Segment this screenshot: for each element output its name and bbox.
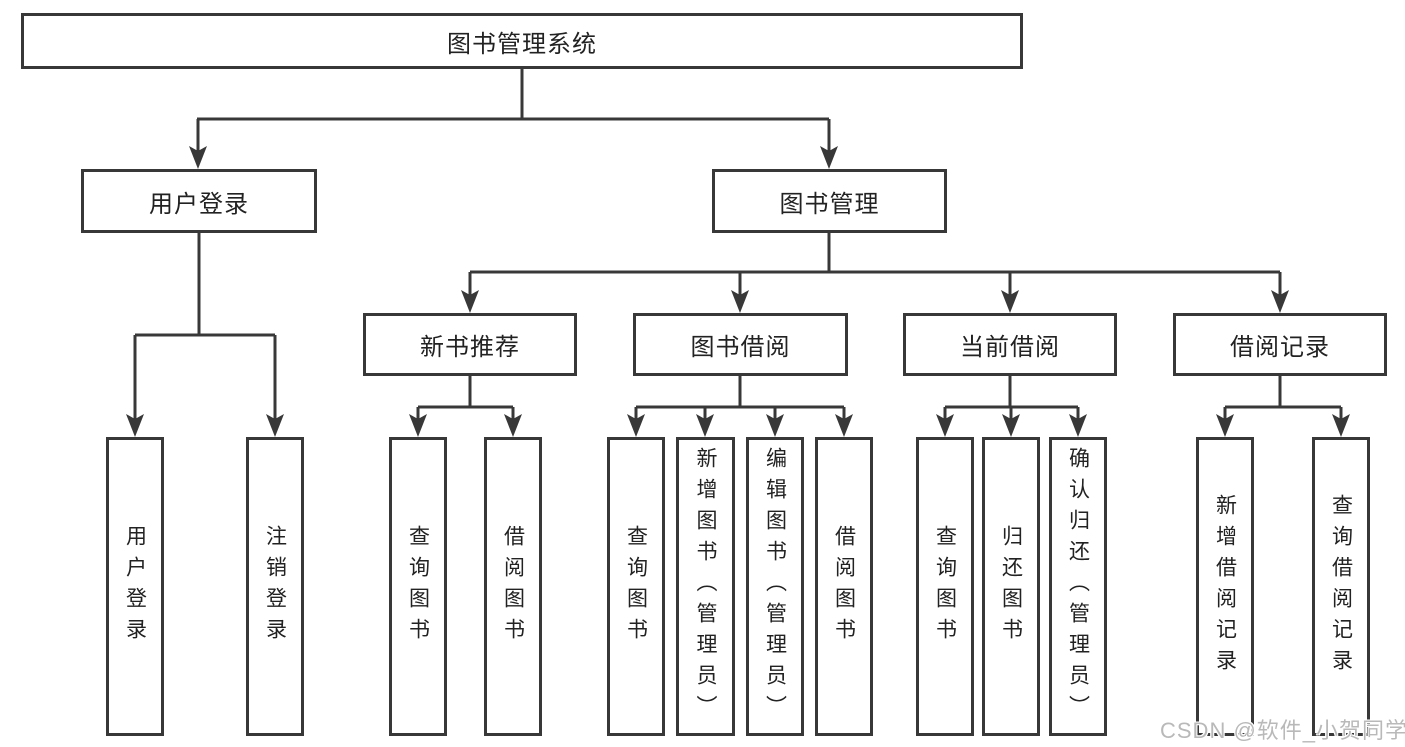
connector-line xyxy=(133,233,277,419)
leaf-newbook-borrow-books: 借阅图书 xyxy=(484,437,542,736)
arrowhead xyxy=(504,414,522,437)
leaf-user-login: 用户登录 xyxy=(106,437,164,736)
arrowhead xyxy=(835,414,853,437)
edge-book-management-to-sections xyxy=(461,233,1289,313)
arrowhead xyxy=(266,414,284,437)
arrowhead xyxy=(1271,290,1289,313)
edge-borrow-record-to-leaves xyxy=(1216,376,1350,437)
node-root: 图书管理系统 xyxy=(21,13,1023,69)
leaf-record-add-record: 新增借阅记录 xyxy=(1196,437,1254,736)
arrowhead xyxy=(696,414,714,437)
connector-line xyxy=(634,376,846,419)
node-label: 查询图书 xyxy=(624,524,648,649)
node-label: 查询图书 xyxy=(406,524,430,649)
connector-line xyxy=(943,376,1080,419)
leaf-logout: 注销登录 xyxy=(246,437,304,736)
leaf-record-query-record: 查询借阅记录 xyxy=(1312,437,1370,736)
arrowhead xyxy=(936,414,954,437)
node-label: 图书管理 xyxy=(779,190,880,218)
leaf-borrow-query-books: 查询图书 xyxy=(607,437,665,736)
leaf-newbook-query-books: 查询图书 xyxy=(389,437,447,736)
edge-new-book-to-leaves xyxy=(409,376,522,437)
arrowhead xyxy=(731,290,749,313)
arrowhead xyxy=(126,414,144,437)
node-label: 当前借阅 xyxy=(960,334,1060,361)
node-book-management: 图书管理 xyxy=(712,169,947,233)
node-label: 用户登录 xyxy=(123,524,147,649)
leaf-current-query-books: 查询图书 xyxy=(916,437,974,736)
node-label: 新书推荐 xyxy=(420,334,520,361)
edge-current-borrow-to-leaves xyxy=(936,376,1087,437)
node-label: 归还图书 xyxy=(999,524,1023,649)
edge-user-login-to-leaves xyxy=(126,233,284,437)
edge-root-to-level2 xyxy=(189,67,838,169)
arrowhead xyxy=(1332,414,1350,437)
arrowhead xyxy=(1069,414,1087,437)
node-label: 新增图书（管理员） xyxy=(694,447,717,726)
leaf-current-confirm-return-admin: 确认归还（管理员） xyxy=(1049,437,1107,736)
arrowhead xyxy=(1002,414,1020,437)
node-user-login: 用户登录 xyxy=(81,169,317,233)
node-label: 图书管理系统 xyxy=(447,30,597,58)
connector-line xyxy=(468,233,1282,295)
node-label: 查询借阅记录 xyxy=(1329,493,1353,680)
node-label: 查询图书 xyxy=(933,524,957,649)
node-label: 借阅记录 xyxy=(1230,334,1330,361)
connector-line xyxy=(196,67,831,151)
node-book-borrow: 图书借阅 xyxy=(633,313,848,376)
node-label: 新增借阅记录 xyxy=(1213,493,1237,680)
arrowhead xyxy=(820,146,838,169)
connector-line xyxy=(1223,376,1343,419)
leaf-current-return-books: 归还图书 xyxy=(982,437,1040,736)
node-label: 注销登录 xyxy=(263,524,287,649)
node-label: 借阅图书 xyxy=(501,524,525,649)
arrowhead xyxy=(461,290,479,313)
node-borrow-record: 借阅记录 xyxy=(1173,313,1387,376)
leaf-borrow-add-books-admin: 新增图书（管理员） xyxy=(676,437,735,736)
arrowhead xyxy=(1001,290,1019,313)
edge-book-borrow-to-leaves xyxy=(627,376,853,437)
node-label: 用户登录 xyxy=(149,190,249,218)
arrowhead xyxy=(627,414,645,437)
node-new-book-recommend: 新书推荐 xyxy=(363,313,577,376)
watermark: CSDN @软件_小贺同学 xyxy=(1160,718,1405,743)
node-label: 确认归还（管理员） xyxy=(1066,447,1090,726)
node-current-borrow: 当前借阅 xyxy=(903,313,1117,376)
node-label: 借阅图书 xyxy=(832,524,856,649)
leaf-borrow-borrow-books: 借阅图书 xyxy=(815,437,873,736)
arrowhead xyxy=(189,146,207,169)
node-label: 图书借阅 xyxy=(690,334,791,361)
node-label: 编辑图书（管理员） xyxy=(763,447,787,726)
connector-line xyxy=(416,376,515,419)
arrowhead xyxy=(409,414,427,437)
leaf-borrow-edit-books-admin: 编辑图书（管理员） xyxy=(746,437,804,736)
arrowhead xyxy=(1216,414,1234,437)
arrowhead xyxy=(766,414,784,437)
